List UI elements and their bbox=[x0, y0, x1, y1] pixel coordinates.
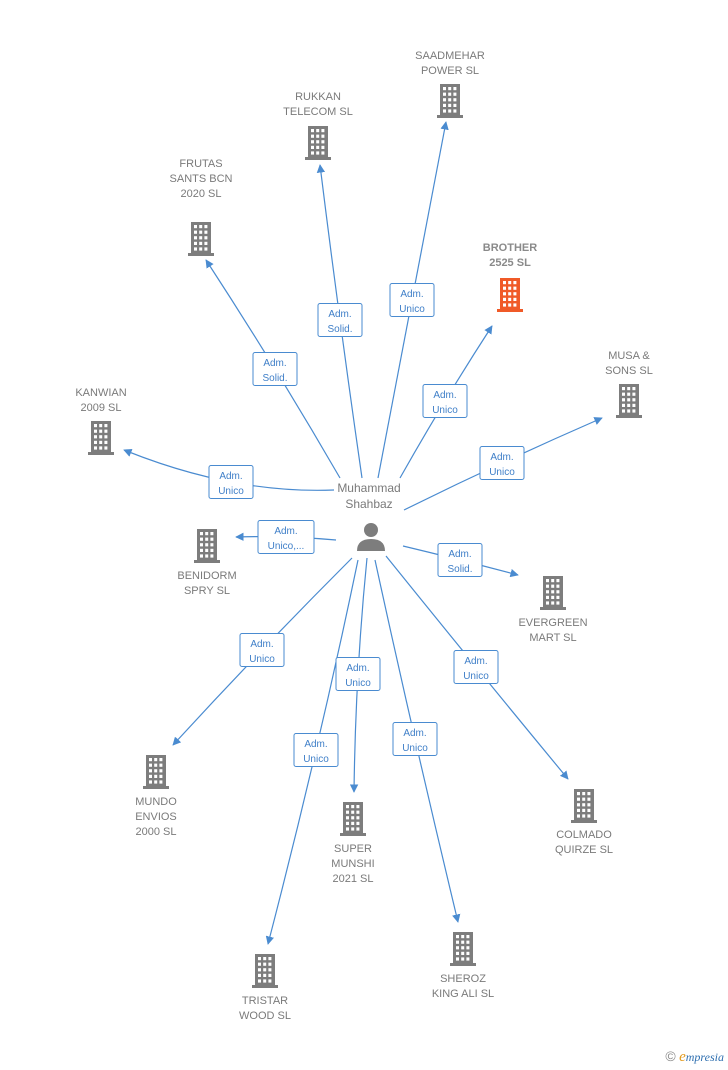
company-name-rukkan[interactable]: RUKKAN bbox=[295, 91, 341, 103]
company-name-colmado[interactable]: QUIRZE SL bbox=[555, 844, 613, 856]
copyright-icon: © bbox=[665, 1048, 676, 1064]
company-name-kanwian[interactable]: KANWIAN bbox=[75, 387, 126, 399]
role-label: Adm. bbox=[400, 289, 423, 300]
company-building-icon-colmado[interactable] bbox=[571, 789, 597, 823]
company-building-icon-saadmehar[interactable] bbox=[437, 84, 463, 118]
role-label: Adm. bbox=[274, 526, 297, 537]
person-name[interactable]: Muhammad bbox=[337, 481, 400, 495]
company-name-benidorm[interactable]: BENIDORM bbox=[177, 570, 236, 582]
role-label: Adm. bbox=[464, 656, 487, 667]
role-label: Adm. bbox=[304, 739, 327, 750]
role-label: Adm. bbox=[346, 663, 369, 674]
role-badge-rukkan[interactable]: Adm. Solid. bbox=[317, 303, 363, 337]
company-name-super[interactable]: SUPER bbox=[334, 843, 372, 855]
role-badge-mundo[interactable]: Adm. Unico bbox=[239, 633, 285, 667]
company-name-rukkan[interactable]: TELECOM SL bbox=[283, 106, 353, 118]
company-name-frutas[interactable]: FRUTAS bbox=[179, 158, 222, 170]
role-label: Unico bbox=[218, 486, 244, 497]
company-building-icon-benidorm[interactable] bbox=[194, 529, 220, 563]
role-label: Unico bbox=[463, 671, 489, 682]
role-label: Adm. bbox=[263, 358, 286, 369]
brand-footer: © empresia bbox=[665, 1048, 724, 1066]
company-name-tristar[interactable]: TRISTAR bbox=[242, 995, 288, 1007]
role-badge-saadmehar[interactable]: Adm. Unico bbox=[389, 283, 435, 317]
role-badge-musa[interactable]: Adm. Unico bbox=[479, 446, 525, 480]
role-badge-kanwian[interactable]: Adm. Unico bbox=[208, 465, 254, 499]
role-label: Adm. bbox=[219, 471, 242, 482]
role-badge-super[interactable]: Adm. Unico bbox=[335, 657, 381, 691]
company-name-tristar[interactable]: WOOD SL bbox=[239, 1010, 291, 1022]
role-label: Adm. bbox=[448, 549, 471, 560]
person-name[interactable]: Shahbaz bbox=[345, 497, 392, 511]
company-building-icon-evergreen[interactable] bbox=[540, 576, 566, 610]
role-label: Solid. bbox=[327, 324, 352, 335]
role-label: Unico,... bbox=[268, 541, 305, 552]
company-building-icon-super[interactable] bbox=[340, 802, 366, 836]
company-name-super[interactable]: 2021 SL bbox=[333, 873, 374, 885]
brand-logo-text: mpresia bbox=[685, 1050, 724, 1064]
company-name-musa[interactable]: SONS SL bbox=[605, 365, 653, 377]
brand-logo-letter: e bbox=[679, 1049, 686, 1065]
company-name-kanwian[interactable]: 2009 SL bbox=[81, 402, 122, 414]
company-name-frutas[interactable]: SANTS BCN bbox=[170, 173, 233, 185]
company-name-brother[interactable]: BROTHER bbox=[483, 242, 537, 254]
company-name-mundo[interactable]: MUNDO bbox=[135, 796, 177, 808]
role-label: Adm. bbox=[490, 452, 513, 463]
company-name-sheroz[interactable]: KING ALI SL bbox=[432, 988, 494, 1000]
company-name-mundo[interactable]: ENVIOS bbox=[135, 811, 177, 823]
role-label: Unico bbox=[402, 743, 428, 754]
role-label: Adm. bbox=[433, 390, 456, 401]
role-badge-benidorm[interactable]: Adm. Unico,... bbox=[257, 520, 315, 554]
role-badge-brother[interactable]: Adm. Unico bbox=[422, 384, 468, 418]
role-label: Adm. bbox=[250, 639, 273, 650]
role-label: Unico bbox=[345, 678, 371, 689]
company-building-icon-brother[interactable] bbox=[497, 278, 523, 312]
role-label: Unico bbox=[399, 304, 425, 315]
role-label: Unico bbox=[249, 654, 275, 665]
company-building-icon-tristar[interactable] bbox=[252, 954, 278, 988]
role-label: Adm. bbox=[328, 309, 351, 320]
role-badge-colmado[interactable]: Adm. Unico bbox=[453, 650, 499, 684]
company-name-frutas[interactable]: 2020 SL bbox=[181, 188, 222, 200]
company-building-icon-sheroz[interactable] bbox=[450, 932, 476, 966]
company-building-icon-rukkan[interactable] bbox=[305, 126, 331, 160]
company-name-evergreen[interactable]: EVERGREEN bbox=[518, 617, 587, 629]
company-name-musa[interactable]: MUSA & bbox=[608, 350, 650, 362]
role-label: Solid. bbox=[262, 373, 287, 384]
company-name-colmado[interactable]: COLMADO bbox=[556, 829, 612, 841]
role-badge-sheroz[interactable]: Adm. Unico bbox=[392, 722, 438, 756]
role-badge-tristar[interactable]: Adm. Unico bbox=[293, 733, 339, 767]
company-name-evergreen[interactable]: MART SL bbox=[529, 632, 576, 644]
role-label: Unico bbox=[303, 754, 329, 765]
role-badge-evergreen[interactable]: Adm. Solid. bbox=[437, 543, 483, 577]
role-label: Solid. bbox=[447, 564, 472, 575]
company-building-icon-mundo[interactable] bbox=[143, 755, 169, 789]
company-name-saadmehar[interactable]: POWER SL bbox=[421, 65, 479, 77]
person-icon[interactable] bbox=[357, 523, 385, 551]
role-label: Adm. bbox=[403, 728, 426, 739]
role-badge-frutas[interactable]: Adm. Solid. bbox=[252, 352, 298, 386]
company-name-sheroz[interactable]: SHEROZ bbox=[440, 973, 486, 985]
company-name-brother[interactable]: 2525 SL bbox=[489, 257, 531, 269]
company-name-mundo[interactable]: 2000 SL bbox=[136, 826, 177, 838]
role-label: Unico bbox=[432, 405, 458, 416]
role-label: Unico bbox=[489, 467, 515, 478]
company-building-icon-musa[interactable] bbox=[616, 384, 642, 418]
company-name-benidorm[interactable]: SPRY SL bbox=[184, 585, 230, 597]
company-name-super[interactable]: MUNSHI bbox=[331, 858, 374, 870]
company-building-icon-kanwian[interactable] bbox=[88, 421, 114, 455]
company-building-icon-frutas[interactable] bbox=[188, 222, 214, 256]
company-name-saadmehar[interactable]: SAADMEHAR bbox=[415, 50, 485, 62]
